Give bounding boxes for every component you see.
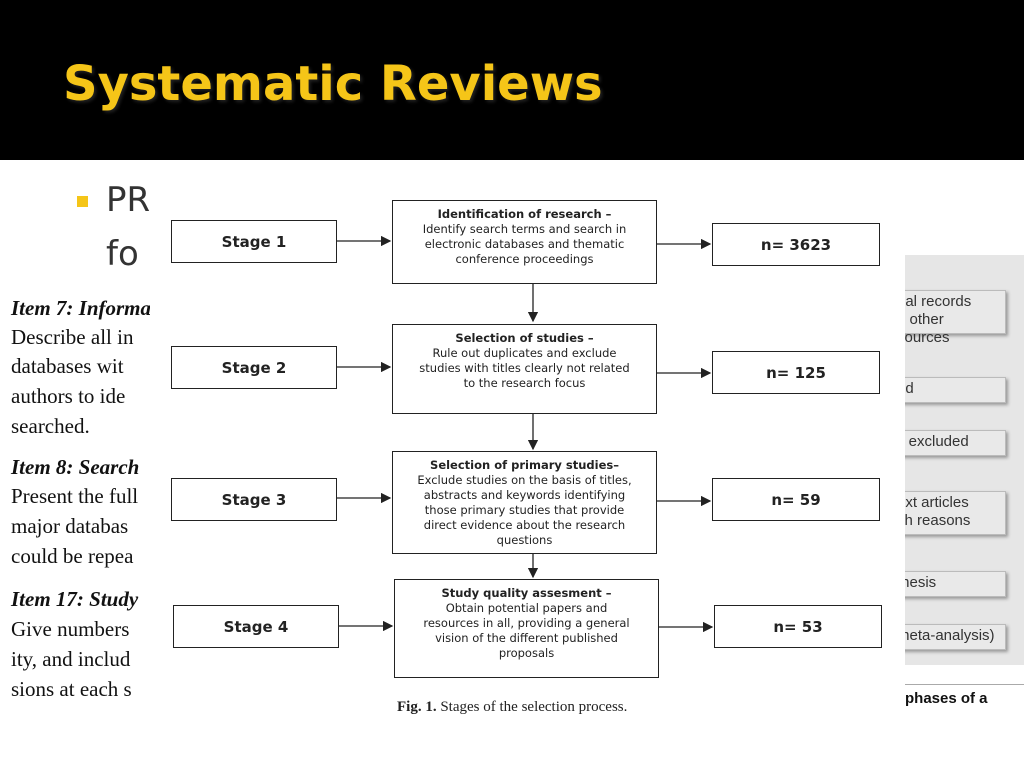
paper-line: Give numbers: [11, 617, 130, 641]
paper-line: major databas: [11, 514, 129, 538]
paper-line: Describe all in: [11, 325, 134, 349]
stage-box-3: Stage 3: [171, 478, 337, 521]
paper-line: databases wit: [11, 354, 124, 378]
flow-box: ed: [890, 377, 1006, 403]
count-box-2: n= 125: [712, 351, 880, 394]
process-description: Rule out duplicates and exclude studies …: [419, 346, 630, 390]
paper-line: authors to ide: [11, 384, 126, 408]
flow-box: s excluded: [890, 430, 1006, 456]
flow-box: nal records h other sources: [890, 290, 1006, 346]
process-box-primary-selection: Selection of primary studies– Exclude st…: [392, 451, 657, 554]
background-paper-excerpt: Item 7: Informa Describe all in database…: [0, 290, 152, 710]
flow-caption: phases of a: [905, 690, 988, 707]
paper-line: Item 17: Study: [11, 587, 139, 611]
figure-caption-text: Stages of the selection process.: [440, 699, 628, 715]
count-box-4: n= 53: [714, 605, 882, 648]
paper-line: Present the full: [11, 484, 139, 508]
paper-line: could be repea: [11, 544, 134, 568]
selection-process-figure: Stage 1 Stage 2 Stage 3 Stage 4 Identifi…: [150, 166, 905, 718]
process-title: Selection of primary studies–: [430, 458, 619, 472]
divider: [880, 684, 1024, 685]
process-title: Study quality assesment –: [441, 586, 612, 600]
stage-box-4: Stage 4: [173, 605, 339, 648]
figure-caption: Fig. 1. Stages of the selection process.: [397, 699, 627, 716]
bullet-text-line-2: fo: [106, 234, 139, 274]
count-box-1: n= 3623: [712, 223, 880, 266]
process-title: Identification of research –: [437, 207, 612, 221]
process-description: Identify search terms and search in elec…: [422, 222, 627, 266]
flow-box: thesis: [890, 571, 1006, 597]
flow-box: meta-analysis): [890, 624, 1006, 650]
process-title: Selection of studies –: [455, 331, 594, 345]
stage-box-1: Stage 1: [171, 220, 337, 263]
process-box-quality-assessment: Study quality assesment – Obtain potenti…: [394, 579, 659, 678]
title-bar: Systematic Reviews: [0, 0, 1024, 160]
process-description: Exclude studies on the basis of titles, …: [417, 473, 632, 547]
bullet-marker: [77, 196, 88, 207]
process-box-identification: Identification of research – Identify se…: [392, 200, 657, 284]
paper-line: ity, and includ: [11, 647, 131, 671]
process-box-selection: Selection of studies – Rule out duplicat…: [392, 324, 657, 414]
paper-line: Item 7: Informa: [11, 296, 152, 320]
stage-box-2: Stage 2: [171, 346, 337, 389]
count-box-3: n= 59: [712, 478, 880, 521]
paper-line: searched.: [11, 414, 90, 438]
connector-arrows: [337, 235, 714, 633]
flow-box: ext articles ith reasons: [890, 491, 1006, 535]
figure-caption-label: Fig. 1.: [397, 699, 437, 715]
process-description: Obtain potential papers and resources in…: [423, 601, 630, 660]
slide-title: Systematic Reviews: [63, 56, 603, 112]
paper-line: sions at each s: [11, 677, 132, 701]
bullet-text-line-1: PR: [106, 180, 151, 220]
paper-line: Item 8: Search: [11, 455, 140, 479]
